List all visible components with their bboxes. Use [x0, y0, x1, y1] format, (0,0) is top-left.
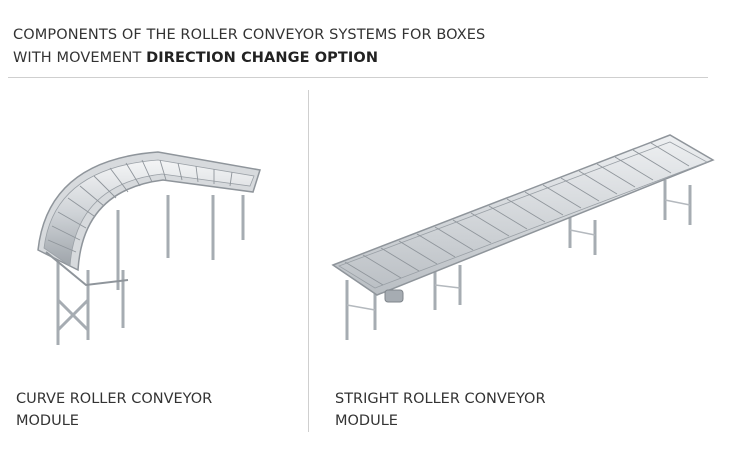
curve-caption-line-2: MODULE: [16, 413, 79, 429]
curve-conveyor-image: [28, 140, 278, 360]
curve-module-caption: CURVE ROLLER CONVEYOR MODULE: [16, 388, 286, 432]
straight-module-caption: STRIGHT ROLLER CONVEYOR MODULE: [335, 388, 635, 432]
title-line-2-emphasis: DIRECTION CHANGE OPTION: [146, 50, 379, 66]
straight-caption-line-1: STRIGHT ROLLER CONVEYOR: [335, 391, 546, 407]
header-divider: [8, 77, 708, 78]
curve-caption-line-1: CURVE ROLLER CONVEYOR: [16, 391, 213, 407]
straight-conveyor-illustration: [331, 134, 715, 340]
page-title: COMPONENTS OF THE ROLLER CONVEYOR SYSTEM…: [13, 24, 713, 70]
column-divider: [308, 90, 309, 432]
title-line-1: COMPONENTS OF THE ROLLER CONVEYOR SYSTEM…: [13, 27, 486, 43]
straight-conveyor-image: [325, 130, 720, 345]
title-line-2-prefix: WITH MOVEMENT: [13, 50, 147, 66]
curve-conveyor-illustration: [37, 151, 261, 345]
title-line-2: WITH MOVEMENT DIRECTION CHANGE OPTION: [13, 47, 713, 70]
straight-caption-line-2: MODULE: [335, 413, 398, 429]
